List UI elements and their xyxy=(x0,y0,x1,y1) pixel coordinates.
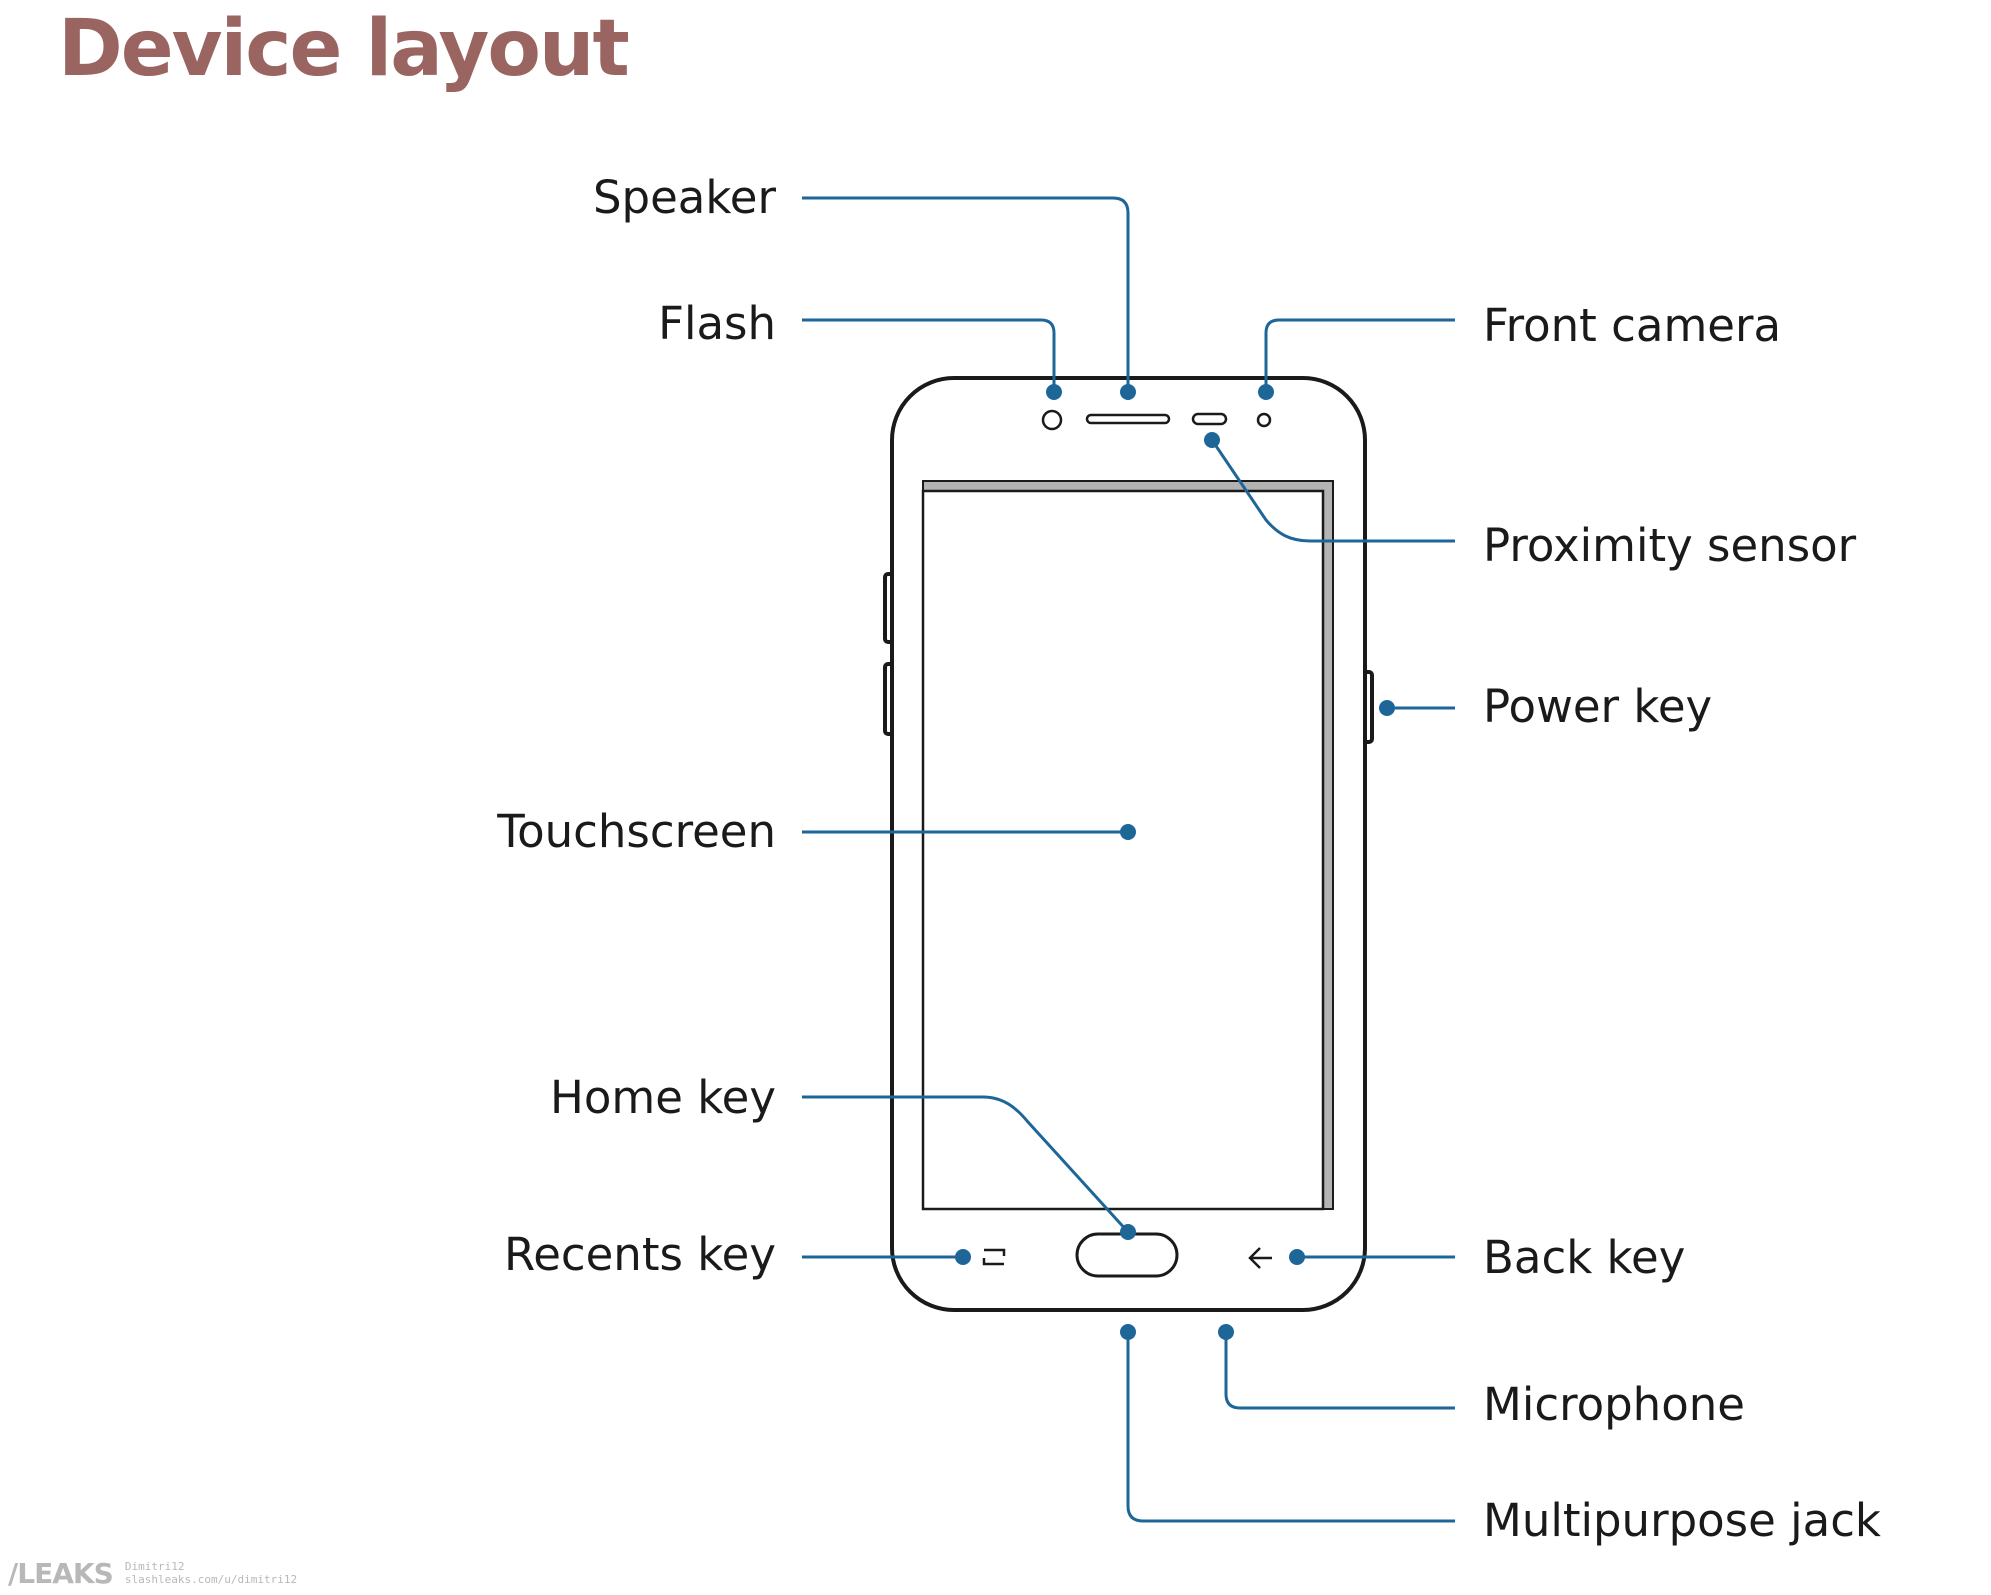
touchscreen-dot xyxy=(1120,824,1136,840)
speaker-dot xyxy=(1120,384,1136,400)
front-camera-dot xyxy=(1258,384,1274,400)
front-camera-label: Front camera xyxy=(1483,299,1781,352)
microphone-callout xyxy=(1224,1332,1455,1410)
screen xyxy=(921,489,1325,1211)
watermark-text: Dimitri12 slashleaks.com/u/dimitri12 xyxy=(125,1560,297,1586)
flash-element xyxy=(1041,409,1063,431)
microphone-label: Microphone xyxy=(1483,1378,1745,1431)
proximity-sensor-callout xyxy=(1210,439,1455,543)
home-key-dot xyxy=(1120,1224,1136,1240)
watermark-line2: slashleaks.com/u/dimitri12 xyxy=(124,1573,298,1586)
proximity-sensor-element xyxy=(1191,412,1228,426)
callout-dots xyxy=(955,384,1395,1340)
back-key-icon xyxy=(1248,1247,1272,1269)
phone-illustration xyxy=(883,376,1374,1312)
watermark-line1: Dimitri12 xyxy=(124,1560,185,1573)
proximity-sensor-dot xyxy=(1204,432,1220,448)
speaker-label: Speaker xyxy=(593,171,777,224)
recents-key-dot xyxy=(955,1249,971,1265)
callout-lines xyxy=(802,196,1455,1523)
front-camera-element xyxy=(1256,412,1272,428)
microphone-dot xyxy=(1218,1324,1234,1340)
speaker-callout xyxy=(802,196,1130,392)
page-title: Device layout xyxy=(58,4,630,94)
back-key-dot xyxy=(1289,1249,1305,1265)
speaker-grille xyxy=(1085,413,1171,425)
recents-key-icon xyxy=(982,1248,1006,1266)
home-key-label: Home key xyxy=(550,1071,776,1124)
front-camera-callout xyxy=(1264,318,1455,392)
multipurpose-jack-dot xyxy=(1120,1324,1136,1340)
touchscreen-label: Touchscreen xyxy=(496,805,776,858)
power-key-label: Power key xyxy=(1483,680,1712,733)
proximity-sensor-label: Proximity sensor xyxy=(1483,519,1857,572)
watermark: /LEAKS Dimitri12 slashleaks.com/u/dimitr… xyxy=(8,1559,297,1587)
left-labels: Speaker Flash Touchscreen Home key Recen… xyxy=(496,171,776,1281)
flash-callout xyxy=(802,318,1056,392)
multipurpose-jack-label: Multipurpose jack xyxy=(1483,1494,1881,1547)
watermark-logo: /LEAKS xyxy=(8,1556,114,1590)
right-labels: Front camera Proximity sensor Power key … xyxy=(1483,299,1881,1547)
back-key-label: Back key xyxy=(1483,1231,1685,1284)
flash-dot xyxy=(1046,384,1062,400)
recents-key-label: Recents key xyxy=(504,1228,776,1281)
flash-label: Flash xyxy=(658,297,776,350)
power-key-dot xyxy=(1379,700,1395,716)
multipurpose-jack-callout xyxy=(1126,1332,1455,1523)
home-key-callout xyxy=(802,1095,1130,1234)
